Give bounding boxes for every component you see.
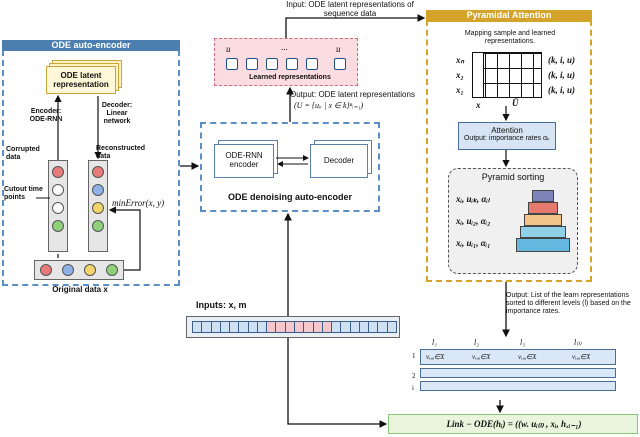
attention-output: Output: importance rates αₖ — [463, 135, 550, 142]
encoder-label: Encoder: ODE-RNN — [29, 108, 63, 123]
level-row-1 — [420, 349, 616, 365]
top-input-label: Input: ODE latent representations of seq… — [270, 0, 430, 18]
level-cell-2: vᵢ,ᵤ∈X — [472, 353, 491, 361]
learned-rep-3 — [266, 58, 278, 70]
level-header-3: l₃ — [520, 338, 526, 347]
denoising-box — [200, 122, 380, 212]
original-node-blue — [62, 264, 74, 276]
learned-rep-2 — [246, 58, 258, 70]
output-list: Output: List of the learn representation… — [506, 292, 638, 316]
attention-box: Attention Output: importance rates αₖ — [458, 122, 556, 150]
learned-rep-4 — [286, 58, 298, 70]
sort-row-1: xᵢ, uᵢₖ, αᵢₗ — [456, 194, 490, 204]
row-label-2: x₂ — [456, 70, 464, 80]
inputs-label: Inputs: x, m — [196, 300, 247, 310]
min-error-label: minError(x, y) — [112, 198, 165, 208]
decoder-card: Decoder — [310, 144, 368, 178]
u-axis-label: Ū — [512, 98, 519, 108]
learned-label: Learned representations — [249, 74, 331, 81]
ode-autoencoder-title: ODE auto-encoder — [2, 40, 180, 51]
pyramid-layer-5 — [516, 238, 570, 252]
reconstructed-node-green — [92, 220, 104, 232]
sort-row-2: xᵢ, uᵢ₂, αᵢ₂ — [456, 216, 491, 226]
pyramidal-title: Pyramidal Attention — [426, 10, 592, 22]
link-formula-box — [388, 414, 638, 434]
pyramid-sorting-label: Pyramid sorting — [481, 172, 545, 182]
pyramid-layer-3 — [524, 214, 562, 226]
corrupted-node-red — [52, 166, 64, 178]
encoder-text: ODE-RNN encoder — [225, 151, 263, 169]
input-cell — [386, 321, 397, 333]
original-node-yellow — [84, 264, 96, 276]
corrupted-label: Corrupted data — [6, 146, 40, 161]
u-formula: (U = {uᵢᵣ | x ∈ k}ⁿᵢ₌₁) — [294, 101, 364, 110]
learned-rep-1 — [226, 58, 238, 70]
encoder-card: ODE-RNN encoder — [214, 144, 274, 178]
row-label-c: i — [412, 384, 414, 392]
input-cells — [192, 321, 397, 333]
original-data-label: Original data x — [52, 285, 108, 294]
corrupted-node-white-2 — [52, 202, 64, 214]
row-label-a: 1 — [412, 352, 416, 360]
triple-2: (k, i, u) — [548, 70, 575, 80]
learned-rep-5 — [306, 58, 318, 70]
x-axis-label: x — [476, 100, 481, 110]
link-formula: Link − ODE(hᵢ) = ((w. uᵢ₍ₗ₎ , xᵢ, hₓᵢ₋₁) — [446, 419, 582, 429]
reconstructed-node-red — [92, 166, 104, 178]
mapping-text: Mapping sample and learned representatio… — [464, 30, 556, 45]
sort-row-3: xᵢ, uᵢ₁, αᵢ₁ — [456, 238, 491, 248]
reconstructed-node-blue — [92, 184, 104, 196]
level-header-2: l₂ — [474, 338, 480, 347]
level-cell-4: vᵢ,ᵤ∈X — [572, 353, 591, 361]
decoder-label: Decoder: Linear network — [101, 102, 133, 125]
output-list-text: Output: List of the learn representation… — [506, 292, 631, 315]
output-latent-label: Output: ODE latent representations — [290, 90, 440, 99]
row-label-n: xₙ — [456, 55, 465, 65]
denoising-caption: ODE denoising auto-encoder — [227, 192, 352, 202]
level-row-i — [420, 381, 616, 391]
pyramid-layer-2 — [528, 202, 558, 214]
latent-card-front: ODE latent representation — [46, 66, 116, 94]
original-node-green — [106, 264, 118, 276]
cutout-label: Cutout time points — [4, 186, 43, 201]
top-input-text: Input: ODE latent representations of seq… — [286, 0, 414, 18]
triple-3: (k, i, u) — [548, 85, 575, 95]
corrupted-node-green — [52, 220, 64, 232]
pyramid-layer-top — [532, 190, 554, 202]
reconstructed-node-yellow — [92, 202, 104, 214]
pyramid-layer-4 — [520, 226, 566, 238]
latent-label: ODE latent representation — [53, 71, 109, 89]
triple-1: (k, i, u) — [548, 55, 575, 65]
output-latent-text: Output: ODE latent representations — [290, 90, 415, 99]
row-label-b: 2 — [412, 372, 416, 380]
u-last: u — [336, 44, 341, 54]
attention-label: Attention — [491, 126, 523, 135]
row-label-1: x₁ — [456, 85, 464, 95]
mapping-grid-col — [472, 52, 484, 98]
mapping-grid — [472, 52, 542, 98]
level-header-1: l₁ — [432, 338, 438, 347]
reconstructed-label: Reconstructed data — [96, 145, 146, 160]
original-data-row — [34, 260, 124, 280]
original-node-red — [40, 264, 52, 276]
corrupted-node-white-1 — [52, 184, 64, 196]
level-cell-3: vᵢ,ᵤ∈X — [518, 353, 537, 361]
decoder-text: Decoder — [323, 156, 355, 165]
level-header-4: l₍ₗ₎ — [574, 338, 582, 347]
ellipsis: ... — [281, 42, 288, 52]
level-row-2 — [420, 368, 616, 378]
level-cell-1: vᵢ,ᵤ∈X — [426, 353, 445, 361]
learned-rep-6 — [334, 58, 346, 70]
u-first: u — [226, 44, 231, 54]
